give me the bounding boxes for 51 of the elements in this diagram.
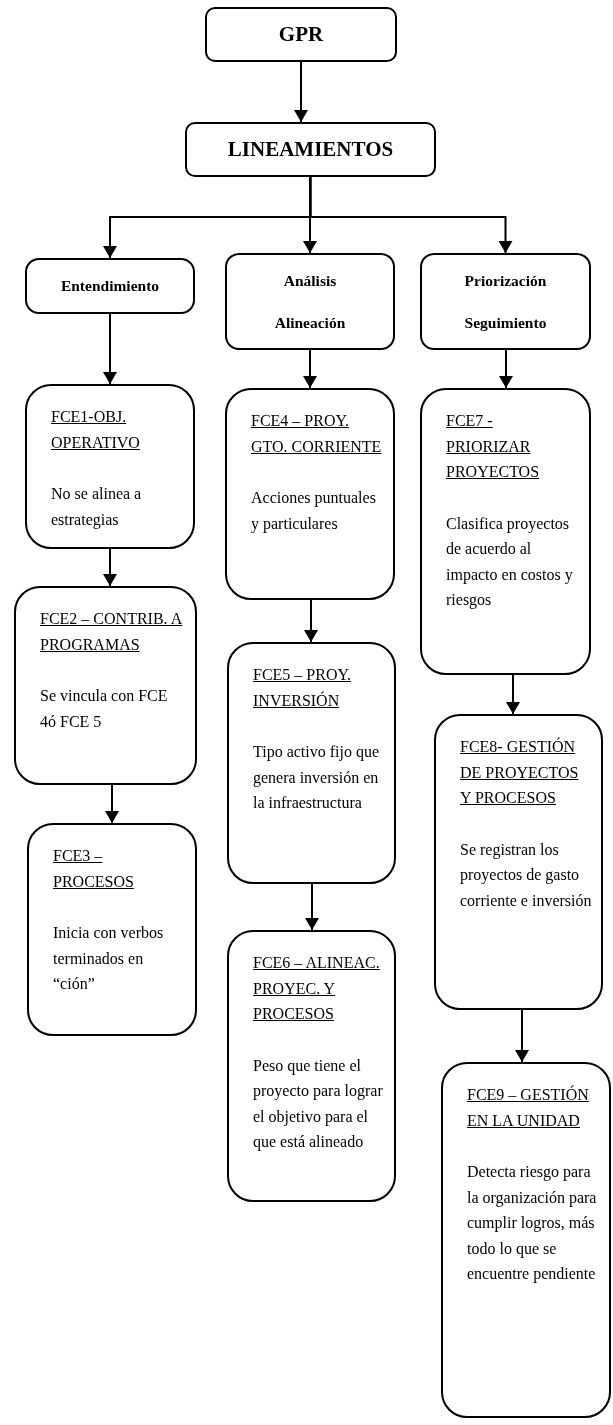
arrow — [304, 599, 318, 643]
category-box — [25, 258, 195, 314]
arrow — [305, 883, 319, 931]
arrow — [499, 349, 513, 389]
factor-heading: FCE4 – PROY. GTO. CORRIENTE — [251, 411, 383, 457]
factor-heading: FCE7 - PRIORIZAR PROYECTOS — [446, 411, 541, 482]
arrow — [515, 1009, 529, 1063]
arrow — [506, 674, 520, 715]
factor-heading: FCE1-OBJ. OPERATIVO — [51, 407, 141, 453]
category-label: Alineación — [274, 312, 346, 332]
factor-description: No se alinea a estrategias — [51, 484, 143, 531]
factor-description: Clasifica proyectos de acuerdo al impacto en costos y riesgos — [446, 513, 574, 611]
factor-box — [14, 586, 197, 785]
box-title: LINEAMIENTOS — [227, 135, 394, 163]
category-label: Seguimiento — [464, 312, 547, 332]
box-title: GPR — [278, 20, 324, 48]
arrow — [105, 784, 119, 824]
factor-heading: FCE3 – PROCESOS — [53, 846, 135, 892]
factor-box — [434, 714, 603, 1010]
arrow — [103, 548, 117, 587]
factor-description: Acciones puntuales y particulares — [251, 488, 377, 535]
factor-description: Peso que tiene el proyecto para lograr el objetivo para el que está alineado — [253, 1055, 384, 1153]
factor-box — [227, 642, 396, 884]
category-label: Entendimiento — [60, 276, 160, 296]
arrow — [294, 61, 308, 123]
factor-description: Tipo activo fijo que genera inversión en la infraestructura — [253, 742, 381, 813]
category-label: Priorización — [464, 271, 547, 291]
factor-description: Inicia con verbos terminados en “ción” — [53, 923, 165, 994]
factor-box — [420, 388, 591, 675]
factor-heading: FCE2 – CONTRIB. A PROGRAMAS — [40, 609, 184, 655]
category-label: Análisis — [283, 271, 337, 291]
factor-description: Se registran los proyectos de gasto corriente e inversión — [460, 839, 593, 911]
arrow — [303, 349, 317, 389]
factor-heading: FCE9 – GESTIÓN EN LA UNIDAD — [467, 1084, 590, 1131]
factor-heading: FCE6 – ALINEAC. PROYEC. Y PROCESOS — [253, 953, 381, 1024]
arrow — [103, 313, 117, 385]
category-box — [225, 253, 395, 350]
factor-heading: FCE5 – PROY. INVERSIÓN — [253, 665, 352, 711]
factor-description: Detecta riesgo para la organización para cumplir logros, más todo lo que se encuentre pendiente — [467, 1162, 598, 1285]
arrow — [309, 176, 513, 254]
category-box — [420, 253, 591, 350]
arrow — [303, 176, 317, 254]
factor-box — [441, 1062, 611, 1418]
factor-description: Se vincula con FCE 4ó FCE 5 — [40, 686, 169, 732]
factor-box — [227, 930, 396, 1202]
factor-box — [225, 388, 395, 600]
factor-box — [25, 384, 195, 549]
title-box — [205, 7, 397, 62]
title-box — [185, 122, 436, 177]
factor-box — [27, 823, 197, 1036]
factor-heading: FCE8- GESTIÓN DE PROYECTOS Y PROCESOS — [460, 736, 580, 808]
